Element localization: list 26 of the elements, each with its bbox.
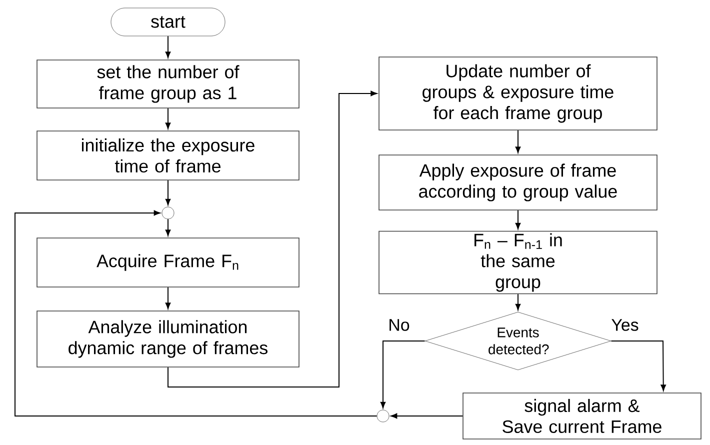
- arrow: [165, 218, 171, 236]
- process-box: signal alarm & Save current Frame: [462, 392, 702, 440]
- arrow: [165, 286, 171, 310]
- arrow: [165, 36, 171, 58]
- arrow: [14, 210, 378, 416]
- process-box: initialize the exposure time of frame: [36, 130, 300, 180]
- arrow: [515, 210, 521, 230]
- process-box: Analyze illumination dynamic range of frames: [36, 310, 300, 368]
- arrow: [515, 130, 521, 154]
- process-box: F$_{n}$ – F$_{n-1}$ in the same group: [378, 230, 658, 294]
- arrow: [380, 340, 426, 408]
- arrow: [168, 90, 378, 388]
- start-terminal: start: [110, 8, 226, 36]
- process-box: set the number of frame group as 1: [36, 60, 300, 108]
- junction-circle: [376, 410, 390, 422]
- arrow: [390, 413, 464, 419]
- edge-label: Yes: [612, 319, 638, 331]
- process-box: Acquire Frame F$_{n}$: [36, 238, 300, 288]
- junction-circle: [162, 206, 174, 220]
- arrow: [515, 294, 521, 310]
- process-box: Update number of groups & exposure time for each frame group: [378, 56, 658, 130]
- process-box: Apply exposure of frame according to group value: [378, 154, 658, 210]
- arrow: [165, 180, 171, 206]
- arrow: [610, 340, 666, 392]
- arrow: [165, 108, 171, 130]
- edge-label: No: [390, 319, 410, 331]
